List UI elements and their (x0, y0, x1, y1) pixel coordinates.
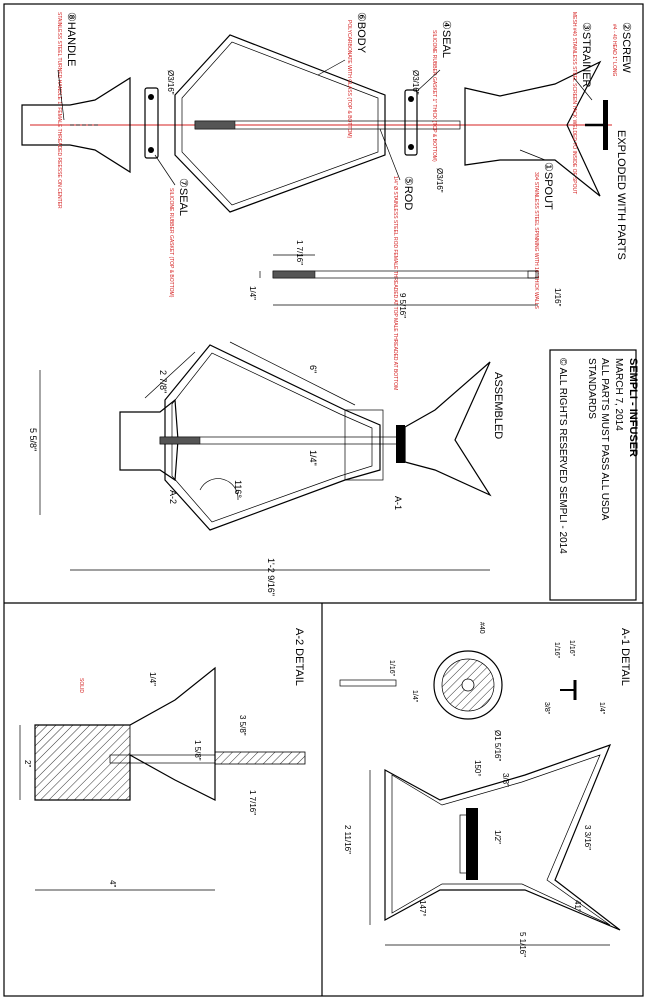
dim-d316-top: Ø3/16" (411, 70, 420, 95)
a1-dim-dia: Ø1 5/16" (493, 730, 502, 761)
a1-dim-516: 5 1/16" (518, 932, 527, 957)
a1-spout-outline (384, 743, 621, 931)
label-screw: ②SCREW (620, 22, 632, 73)
a1-angle-147: 147° (418, 900, 427, 917)
a1-dim-38b: 3/8" (501, 773, 510, 787)
label-rod: ⑤ROD (402, 176, 414, 210)
note-rod: 1/4" Ø STAINLESS STEEL ROD FEMALE THREAD… (392, 176, 398, 390)
note-solid: SOLID (78, 678, 84, 693)
a1-dim-14: 1/4" (598, 702, 605, 715)
exploded-view: EXPLODED WITH PARTS ②SCREW #4 - 40 HEAD … (21, 12, 632, 390)
label-body: ⑥BODY (355, 12, 367, 54)
a2-detail: A-2 DETAIL SOLID 3 5/8" 1 5/8" 1 7/16" 2… (19, 628, 306, 891)
a2-dim-358: 3 5/8" (238, 715, 247, 736)
a1-dim-14b: 1/4" (411, 690, 418, 703)
body-part (174, 34, 386, 213)
assembled-view-label: ASSEMBLED (492, 372, 504, 439)
seal-4-part (404, 89, 418, 156)
callout-a1: A-1 (393, 496, 403, 510)
dim-rod-tip: 1/16" (553, 288, 562, 307)
a1-mesh: #40 (478, 622, 485, 634)
title-text: SEMPLI - INFUSER (627, 358, 639, 457)
dim-body-top: 2 7/8" (158, 370, 168, 393)
dim-body-length: 6" (308, 365, 318, 373)
a2-dim-1716: 1 7/16" (248, 790, 257, 815)
a1-dim-38: 3/8" (543, 702, 550, 715)
note-screw: #4 - 40 HEAD 1" LONG (611, 24, 617, 76)
title-block: SEMPLI - INFUSER MARCH 7, 2014 ALL PARTS… (549, 349, 639, 601)
dim-d316-handle: Ø3/16" (166, 70, 175, 95)
a1-angle-41: 41° (573, 900, 582, 912)
note-handle: STAINLESS STEEL TURNED HANDLE 1" FEMALE … (56, 12, 62, 209)
sheet-border (3, 3, 644, 997)
assembled-body (164, 344, 381, 531)
date-text: MARCH 7, 2014 (613, 358, 624, 431)
rod-detail: 1 7/16" 9 5/16" 1/4" 1/16" (248, 240, 562, 318)
dim-rod-width: 1/4" (248, 286, 257, 300)
assembled-spout (404, 361, 492, 497)
note-seal-7: SILICONE RUBBER GASKET (TOP & BOTTOM) (168, 188, 174, 298)
a2-dim-2: 2" (23, 760, 32, 767)
a1-detail: A-1 DETAIL 1/4" 1/16" 3/8" 1/16" #40 Ø1 … (339, 622, 631, 957)
a1-detail-label: A-1 DETAIL (619, 628, 631, 686)
a2-dim-4: 4" (108, 880, 117, 887)
dim-d316-seal: Ø3/16" (435, 168, 444, 193)
dim-rod-dia: 1/4" (308, 450, 318, 466)
a2-dim-158: 1 5/8" (193, 740, 202, 761)
seal-7-part (144, 87, 159, 159)
a2-threaded-rod (214, 751, 306, 765)
dim-handle-width: 5 5/8" (28, 428, 38, 451)
label-strainer: ③STRAINER (580, 22, 592, 88)
note-line-2: STANDARDS (586, 358, 597, 419)
note-line-1: ALL PARTS MUST PASS ALL USDA (599, 358, 610, 521)
a2-dim-quarter: 1/4" (148, 672, 157, 686)
a1-dim-116: 1/16" (568, 640, 575, 657)
a1-dim-116c: 1/16" (388, 660, 395, 677)
spout-part (464, 60, 602, 197)
assembled-view: ASSEMBLED 6" 2 7/8" 5 5/8" 1'-2 9/16" 1/… (28, 341, 504, 596)
note-body: POLYCARBONATE WITH GLASS (TOP & BOTTOM) (346, 20, 352, 139)
note-seal-4: SILICONE RUBBER GASKET 1" THICK (TOP & B… (431, 30, 437, 162)
label-spout: ①SPOUT (542, 162, 554, 210)
handle-part (21, 76, 131, 174)
a1-dim-12: 1/2" (493, 830, 502, 844)
a1-angle-150: 150° (473, 760, 482, 777)
exploded-view-label: EXPLODED WITH PARTS (615, 130, 627, 260)
dim-rod-thread: 1 7/16" (295, 240, 304, 265)
a1-dim-316: 3 3/16" (583, 825, 592, 850)
dim-overall: 1'-2 9/16" (266, 558, 276, 596)
copyright-text: © ALL RIGHTS RESERVED SEMPLI - 2014 (557, 358, 568, 554)
note-strainer: MESH #40 STAINLESS STEEL SCREEN TACK WEL… (571, 12, 577, 194)
strainer-disc (433, 650, 503, 720)
a1-dim-116b: 1/16" (553, 642, 560, 659)
a1-dim-211: 2 11/16" (343, 825, 352, 854)
label-seal-7: ⑦SEAL (177, 178, 189, 216)
note-spout: 304 STAINLESS STEEL SPINNING WITH 16" TH… (533, 172, 539, 309)
callout-a2: A-2 (168, 490, 178, 504)
label-handle: ⑧HANDLE (65, 12, 77, 66)
dim-rod-length: 9 5/16" (398, 293, 407, 318)
a2-detail-label: A-2 DETAIL (293, 628, 305, 686)
label-seal-4: ④SEAL (440, 20, 452, 58)
dim-angle-116: 116° (233, 480, 243, 498)
